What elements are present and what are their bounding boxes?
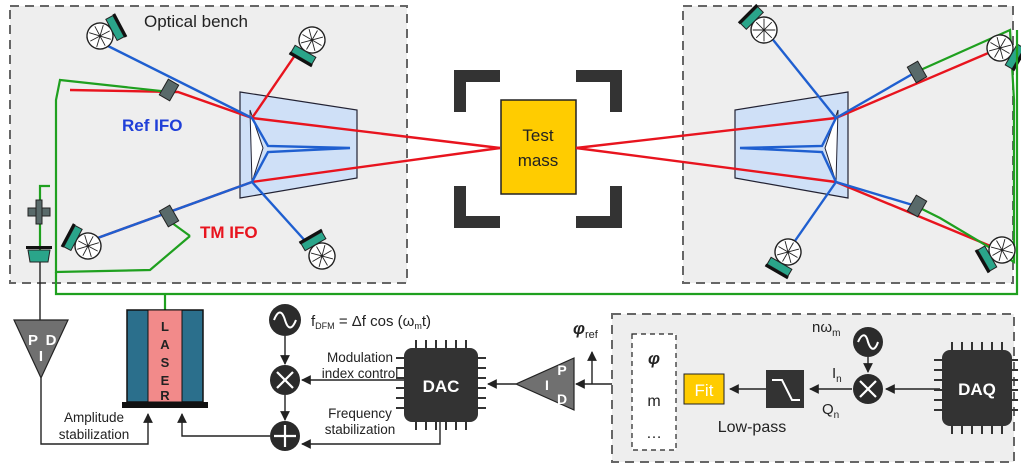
right-fiber-collimator-bottom — [906, 194, 928, 218]
chip-icon — [942, 350, 1012, 426]
pid-p: P — [28, 332, 38, 349]
daq-chip: DAQ — [934, 342, 1018, 434]
fit-label: Fit — [695, 381, 714, 400]
laser-letter: E — [161, 373, 170, 388]
amplitude-pid: P D I Amplitude stabilization — [13, 262, 153, 445]
right-optical-bench — [575, 3, 1021, 284]
test-mass-label-1: Test — [522, 126, 553, 145]
left-prism-notch — [249, 109, 264, 183]
fit-box — [683, 373, 725, 405]
amplitude-label-1: Amplitude — [64, 410, 124, 425]
low-pass-label: Low-pass — [718, 419, 786, 436]
m-label: m — [647, 393, 660, 410]
daq-label: DAQ — [958, 380, 996, 399]
dac-chip: DAC — [396, 340, 486, 430]
modulation-label-1: Modulation — [327, 350, 393, 365]
laser-letter: A — [160, 337, 170, 352]
pid-d: D — [557, 391, 567, 407]
chip-icon — [404, 348, 478, 422]
right-fiber-collimator-top — [906, 60, 928, 84]
amplitude-label-2: stabilization — [59, 427, 130, 442]
fdfm-equation: fDFM = Δf cos (ωmt) — [311, 313, 431, 331]
optical-bench-label: Optical bench — [144, 12, 248, 31]
right-ref-ifo-beams — [739, 35, 917, 249]
pid-triangle-icon — [13, 319, 69, 380]
dac-label: DAC — [423, 377, 460, 396]
left-optical-bench: Optical bench — [9, 5, 501, 284]
left-fiber-collimator-top — [158, 78, 180, 102]
pid-p: P — [557, 362, 566, 378]
left-fiber-collimator-bottom — [158, 204, 180, 228]
daq-bench: φ m … Fit Low-pass nωm In Qn DAQ — [611, 313, 1018, 463]
ref-ifo-label: Ref IFO — [122, 116, 182, 135]
modulation-chain: fDFM = Δf cos (ωmt) Modulation index con… — [177, 304, 441, 451]
dots-label: … — [646, 425, 662, 442]
lowpass-filter-icon — [766, 370, 804, 408]
tm-ifo-label: TM IFO — [200, 223, 258, 242]
laser: L A S E R — [122, 309, 208, 408]
frequency-pid: P D I φref — [487, 319, 630, 411]
amplitude-photodiode — [26, 199, 52, 263]
pid-i: I — [545, 377, 549, 393]
frequency-label-2: stabilization — [325, 422, 396, 437]
pid-d: D — [46, 332, 57, 349]
laser-letter: L — [161, 319, 169, 334]
output-box — [631, 333, 677, 451]
modulation-label-2: index control — [322, 366, 399, 381]
test-mass — [500, 99, 577, 195]
pid-triangle-icon — [514, 357, 575, 411]
i-n-label: In — [832, 365, 842, 385]
pid-i: I — [39, 348, 43, 365]
frequency-label-1: Frequency — [328, 406, 392, 421]
phi-ref-label: φref — [573, 319, 599, 341]
test-mass-label-2: mass — [518, 151, 559, 170]
laser-letter: S — [161, 355, 170, 370]
phi-label: φ — [648, 349, 660, 368]
laser-letter: R — [160, 388, 170, 403]
laser-fiber — [54, 30, 1019, 296]
